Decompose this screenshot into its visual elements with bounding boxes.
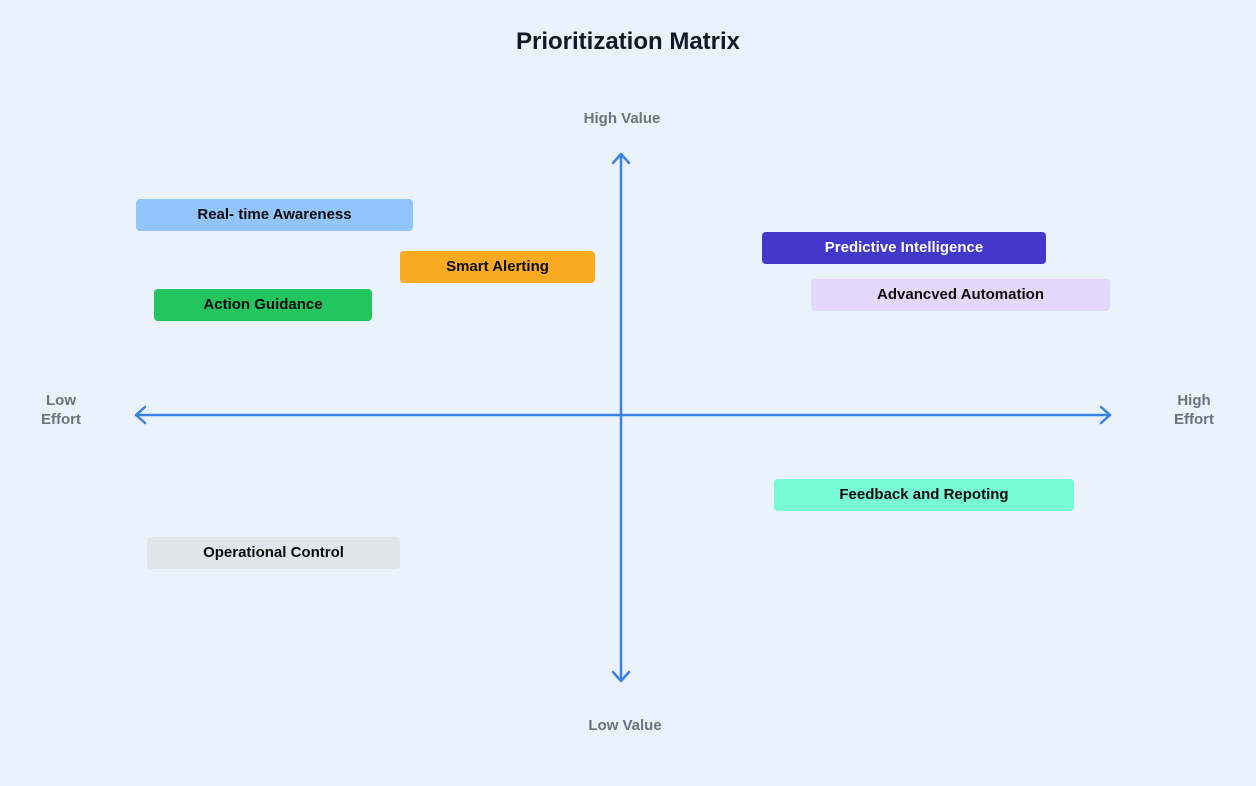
low-effort-label-line1: Low (46, 392, 76, 409)
item-smart-alerting: Smart Alerting (400, 251, 595, 283)
high-effort-label-line1: High (1177, 392, 1211, 409)
right-arrow-icon (1099, 405, 1112, 425)
item-real-time-awareness: Real- time Awareness (136, 199, 413, 231)
high-effort-label-line2: Effort (1174, 411, 1214, 428)
high-effort-label: High Effort (1154, 391, 1234, 429)
low-value-label: Low Value (588, 717, 662, 734)
item-feedback-and-reporting: Feedback and Repoting (774, 479, 1074, 511)
item-advanced-automation: Advancved Automation (811, 279, 1110, 311)
high-value-label: High Value (583, 110, 661, 127)
item-predictive-intelligence: Predictive Intelligence (762, 232, 1046, 264)
low-effort-label-line2: Effort (41, 411, 81, 428)
up-arrow-icon (611, 152, 631, 165)
left-arrow-icon (134, 405, 147, 425)
page-title: Prioritization Matrix (515, 28, 741, 55)
down-arrow-icon (611, 670, 631, 683)
low-effort-label: Low Effort (21, 391, 101, 429)
item-action-guidance: Action Guidance (154, 289, 372, 321)
item-operational-control: Operational Control (147, 537, 400, 569)
